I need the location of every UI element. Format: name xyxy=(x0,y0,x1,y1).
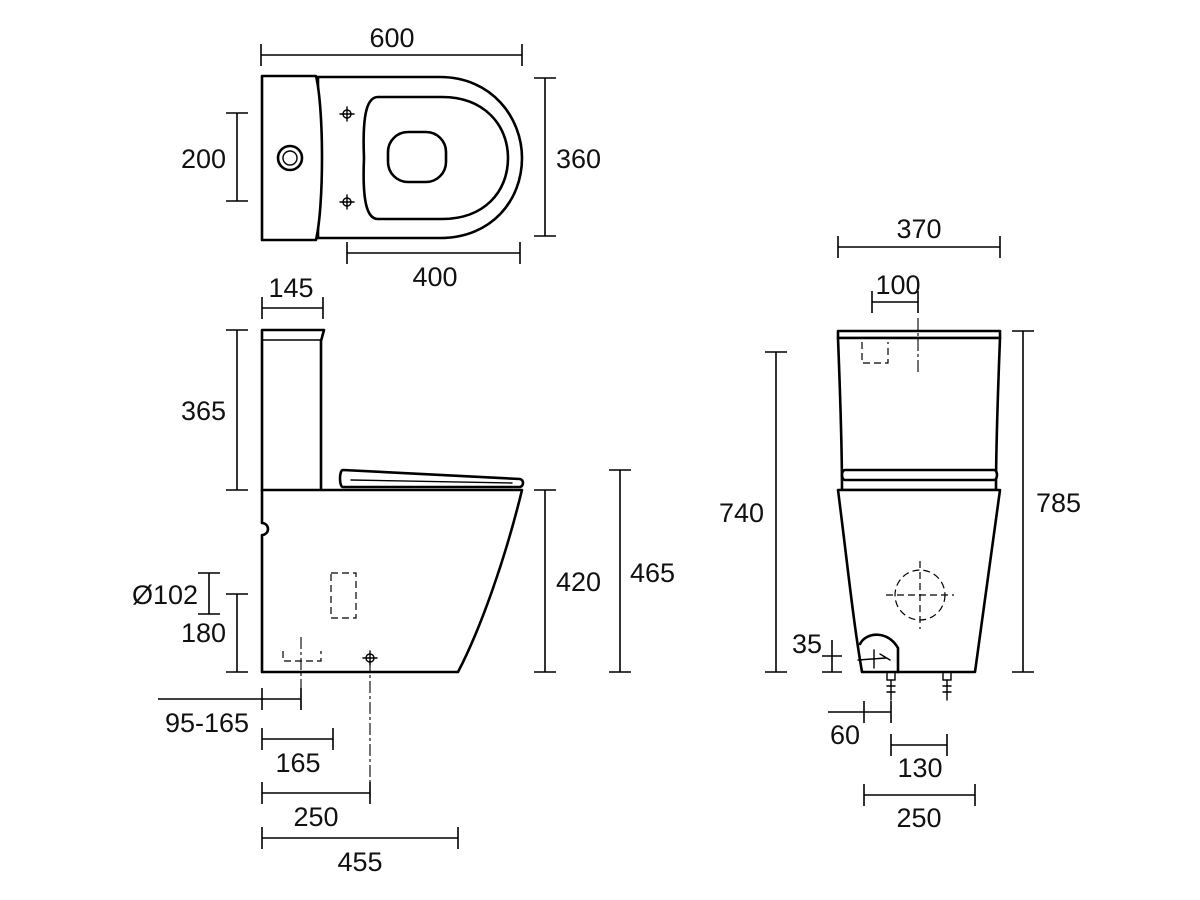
top-view-bowl-opening xyxy=(386,130,448,184)
dim-front-inlet-60: 60 xyxy=(828,701,892,750)
dim-label: 360 xyxy=(556,144,601,174)
flush-button-inner-icon xyxy=(282,150,298,166)
dim-label: 740 xyxy=(719,498,764,528)
dim-side-outlet-165: 165 xyxy=(261,728,334,778)
dim-top-bowl-length: 400 xyxy=(346,242,521,292)
dim-side-seat-top-height: 465 xyxy=(609,469,675,673)
dim-label: 600 xyxy=(369,23,414,53)
dim-label: Ø102 xyxy=(132,580,198,610)
front-view-seat xyxy=(840,468,999,482)
seat-hinge-icon xyxy=(339,106,355,122)
dim-side-waste-height: 180 xyxy=(181,593,248,673)
top-view-seat-outline xyxy=(362,95,510,221)
dim-label: 60 xyxy=(830,720,860,750)
dim-side-outlet-range: 95-165 xyxy=(158,688,302,738)
dim-label: 420 xyxy=(556,567,601,597)
floor-fixing-icon xyxy=(362,650,378,666)
dim-front-inlet-35: 35 xyxy=(792,629,842,673)
side-view-cistern xyxy=(260,328,326,493)
dim-side-cistern-depth: 145 xyxy=(261,273,324,319)
front-view-inlet-valve xyxy=(857,649,891,669)
dim-label: 365 xyxy=(181,396,226,426)
dim-front-button: 100 xyxy=(871,270,921,313)
dim-label: 95-165 xyxy=(165,708,249,738)
dim-label: 145 xyxy=(268,273,313,303)
dim-label: 130 xyxy=(897,753,942,783)
top-view: 600 200 360 400 xyxy=(181,23,601,292)
seat-hinge-icon xyxy=(339,194,355,210)
front-view-pan xyxy=(836,488,1002,674)
dim-label: 465 xyxy=(630,558,675,588)
dim-side-seat-height: 420 xyxy=(534,489,601,673)
dim-side-fixing-250: 250 xyxy=(261,782,371,832)
dim-label: 180 xyxy=(181,618,226,648)
dim-label: 455 xyxy=(337,847,382,877)
dim-side-cistern-height: 365 xyxy=(181,329,248,491)
side-view-seat xyxy=(338,468,525,489)
side-view-hidden-pipe xyxy=(330,572,357,619)
dim-top-overall-length: 600 xyxy=(260,23,523,66)
dim-front-height-785: 785 xyxy=(1012,330,1081,673)
front-view-cistern xyxy=(836,336,1002,492)
floor-bolt-icon xyxy=(886,671,896,701)
dim-top-depth: 360 xyxy=(534,77,601,237)
floor-bolt-icon xyxy=(942,671,952,701)
dim-label: 400 xyxy=(412,262,457,292)
dim-label: 200 xyxy=(181,144,226,174)
dim-top-cistern-width: 200 xyxy=(181,112,248,202)
front-view-inlet-cutout xyxy=(858,633,900,674)
dim-side-waste-diameter: Ø102 xyxy=(132,572,220,615)
dim-front-height-740: 740 xyxy=(719,351,787,673)
dim-front-width: 370 xyxy=(837,214,1001,258)
dim-label: 35 xyxy=(792,629,822,659)
front-view-cistern-fitting xyxy=(861,342,889,364)
side-view: 145 365 Ø102 180 420 xyxy=(132,273,675,877)
dim-label: 785 xyxy=(1036,488,1081,518)
top-view-pan-outline xyxy=(316,75,524,240)
dim-label: 250 xyxy=(896,803,941,833)
front-view: 370 100 740 785 35 xyxy=(719,214,1081,833)
side-view-hidden-outlet xyxy=(282,651,322,662)
top-view-cistern xyxy=(260,74,324,242)
dim-side-base-455: 455 xyxy=(261,827,459,877)
dim-label: 370 xyxy=(896,214,941,244)
dim-front-fixing-130: 130 xyxy=(890,734,948,783)
dim-label: 165 xyxy=(275,748,320,778)
flush-button-icon xyxy=(276,144,304,172)
side-view-pan xyxy=(260,488,524,674)
waste-outlet-icon xyxy=(886,561,954,629)
dim-label: 250 xyxy=(293,802,338,832)
dim-label: 100 xyxy=(875,270,920,300)
dim-front-fixing-250: 250 xyxy=(863,784,976,833)
